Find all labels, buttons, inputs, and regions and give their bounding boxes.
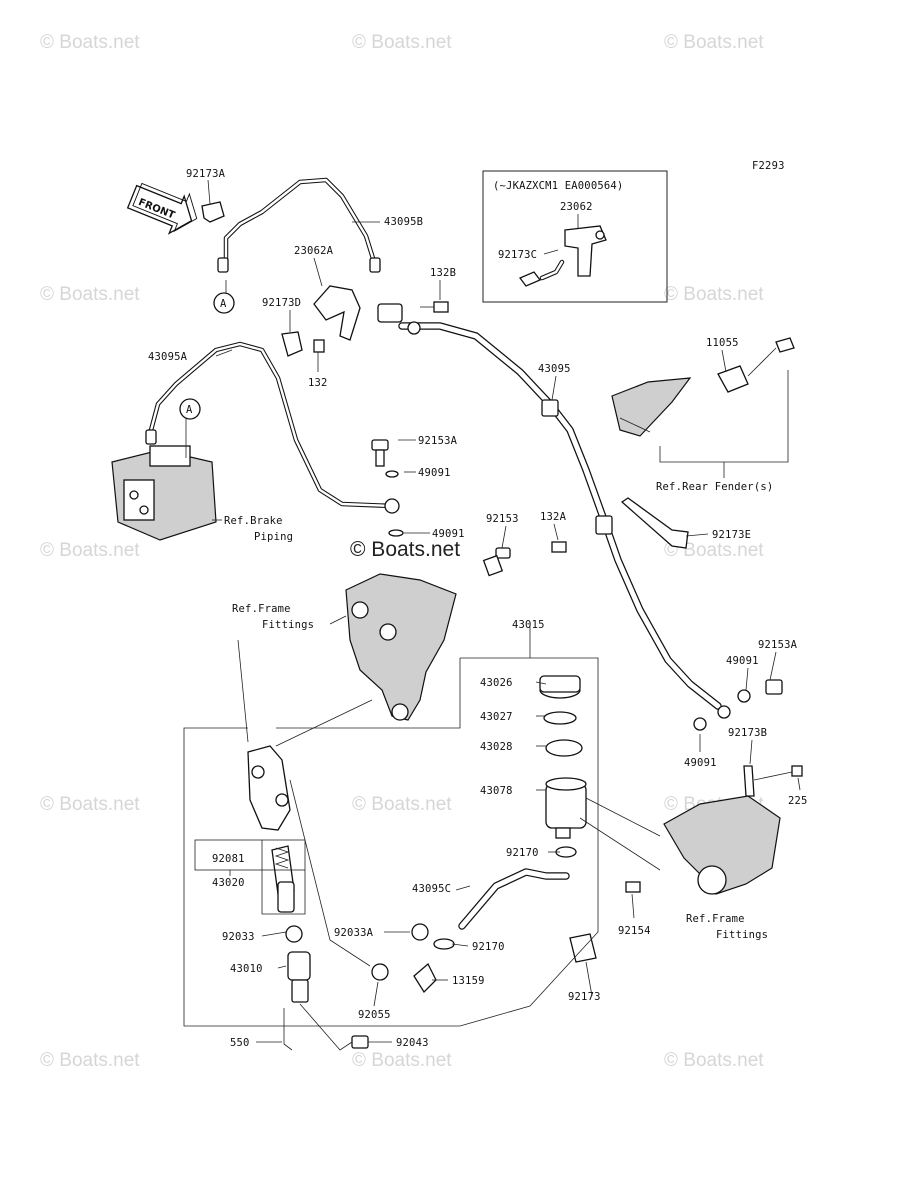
part-label: 92173A: [186, 168, 226, 180]
reference-texts: Ref.Rear Fender(s) Ref.Brake Piping Ref.…: [224, 481, 773, 941]
part-label: 92033: [222, 931, 255, 943]
part-label: 92043: [396, 1037, 429, 1049]
part-label: 92153: [486, 513, 519, 525]
part-label: 13159: [452, 975, 485, 987]
part-label: 92033A: [334, 927, 374, 939]
ref-frame-fittings-left: Ref.Frame: [232, 603, 291, 615]
part-label: 43015: [512, 619, 545, 631]
part-label: 11055: [706, 337, 739, 349]
variant-box: (~JKAZXCM1 EA000564) 23062 92173C: [482, 170, 668, 303]
ref-frame-fittings-right: Ref.Frame: [686, 913, 745, 925]
connector-marker: A: [186, 404, 193, 416]
part-label: 92153A: [418, 435, 458, 447]
part-label: 43095C: [412, 883, 451, 895]
part-label: 23062A: [294, 245, 334, 257]
part-label: 132B: [430, 267, 456, 279]
watermark: © Boats.net: [40, 540, 140, 561]
part-label: 49091: [432, 528, 465, 540]
ref-rear-fender: Ref.Rear Fender(s): [656, 481, 773, 493]
part-label: 92154: [618, 925, 651, 937]
part-label: 43078: [480, 785, 513, 797]
part-label: 43027: [480, 711, 513, 723]
brake-pipes: [147, 177, 722, 930]
part-label: 43095A: [148, 351, 188, 363]
part-label: 92055: [358, 1009, 391, 1021]
watermark: © Boats.net: [664, 540, 764, 561]
part-label: 92170: [506, 847, 539, 859]
ref-frame-fittings-left: Fittings: [262, 619, 314, 631]
watermark: © Boats.net: [40, 794, 140, 815]
part-label: 92153A: [758, 639, 798, 651]
part-label: 43020: [212, 877, 245, 889]
leader-lines: [183, 179, 801, 1051]
part-label: 43010: [230, 963, 263, 975]
watermark: © Boats.net: [664, 284, 764, 305]
part-label: 132: [308, 377, 328, 389]
part-label: 225: [788, 795, 808, 807]
variant-header: (~JKAZXCM1 EA000564): [493, 180, 623, 192]
part-label: 92173: [568, 991, 601, 1003]
ref-frame-fittings-right: Fittings: [716, 929, 768, 941]
part-label: 92170: [472, 941, 505, 953]
watermark: © Boats.net: [40, 32, 140, 53]
part-label: 132A: [540, 511, 567, 523]
part-label: 92081: [212, 853, 245, 865]
part-label: 92173B: [728, 727, 767, 739]
watermark: © Boats.net: [352, 794, 452, 815]
part-label: 23062: [560, 201, 593, 213]
part-label: 49091: [418, 467, 451, 479]
part-label: 550: [230, 1037, 250, 1049]
watermark: © Boats.net: [664, 1050, 764, 1071]
watermark: © Boats.net: [40, 1050, 140, 1071]
part-label: 43026: [480, 677, 513, 689]
watermark: © Boats.net: [40, 284, 140, 305]
part-labels: 92173A 43095B 23062A 132B 92173D 43095A …: [148, 168, 808, 1049]
part-label: 92173D: [262, 297, 301, 309]
connector-marker: A: [220, 298, 227, 310]
watermark: © Boats.net: [664, 32, 764, 53]
part-label: 49091: [726, 655, 759, 667]
front-arrow-icon: FRONT: [126, 182, 198, 235]
part-label: 43095B: [384, 216, 423, 228]
watermark: © Boats.net: [352, 32, 452, 53]
part-label: 43028: [480, 741, 513, 753]
part-label: 92173C: [498, 249, 537, 261]
part-label: 92173E: [712, 529, 751, 541]
part-label: 49091: [684, 757, 717, 769]
ref-brake-piping: Piping: [254, 531, 293, 543]
watermark: © Boats.net: [352, 1050, 452, 1071]
figure-code: F2293: [752, 160, 785, 172]
watermark-center: © Boats.net: [350, 538, 460, 561]
part-label: 43095: [538, 363, 571, 375]
ref-brake-piping: Ref.Brake: [224, 515, 283, 527]
